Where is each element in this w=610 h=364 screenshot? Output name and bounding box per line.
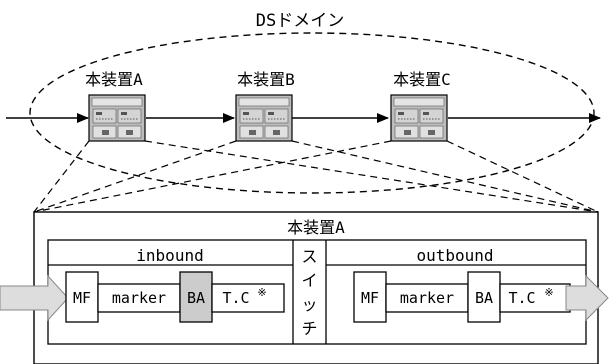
- device-label: 本装置A: [85, 70, 143, 89]
- router-icon: [88, 94, 146, 142]
- output-flow-arrow: [565, 274, 609, 322]
- router-icon: [235, 94, 293, 142]
- tc-block: [211, 283, 285, 313]
- mf-label: MF: [73, 289, 91, 307]
- ba-label: BA: [475, 289, 493, 307]
- switch-char: ス: [301, 247, 317, 266]
- switch-char: イ: [301, 271, 317, 290]
- device-b: 本装置B: [235, 70, 295, 142]
- inbound-title: inbound: [136, 246, 203, 265]
- outbound-title: outbound: [416, 246, 493, 265]
- ba-block: [179, 271, 213, 323]
- marker-label: marker: [112, 289, 166, 307]
- switch-label: ス イ ッ チ: [301, 247, 317, 338]
- router-icon: [390, 94, 448, 142]
- switch-char: チ: [301, 319, 317, 338]
- mf-block: [65, 271, 99, 323]
- tc-note-mark: ※: [544, 286, 553, 299]
- device-c: 本装置C: [390, 70, 451, 142]
- marker-block: [97, 283, 181, 313]
- device-label: 本装置C: [393, 70, 451, 89]
- outbound-pipeline: MF marker BA T.C ※: [353, 271, 571, 323]
- tc-label: T.C: [222, 289, 249, 307]
- input-flow-arrow: [0, 274, 69, 322]
- switch-char: ッ: [301, 295, 317, 314]
- device-label: 本装置B: [237, 70, 295, 89]
- mf-block: [353, 271, 387, 323]
- detail-title: 本装置A: [287, 218, 345, 237]
- device-a: 本装置A: [85, 70, 146, 142]
- zoom-lines: [33, 140, 599, 213]
- tc-block: [499, 283, 571, 313]
- marker-block: [385, 283, 469, 313]
- marker-label: marker: [400, 289, 454, 307]
- domain-title: DSドメイン: [256, 11, 344, 31]
- ba-label: BA: [187, 289, 205, 307]
- tc-label: T.C: [508, 289, 535, 307]
- mf-label: MF: [361, 289, 379, 307]
- inbound-pipeline: MF marker BA T.C ※: [65, 271, 285, 323]
- tc-note-mark: ※: [257, 286, 266, 299]
